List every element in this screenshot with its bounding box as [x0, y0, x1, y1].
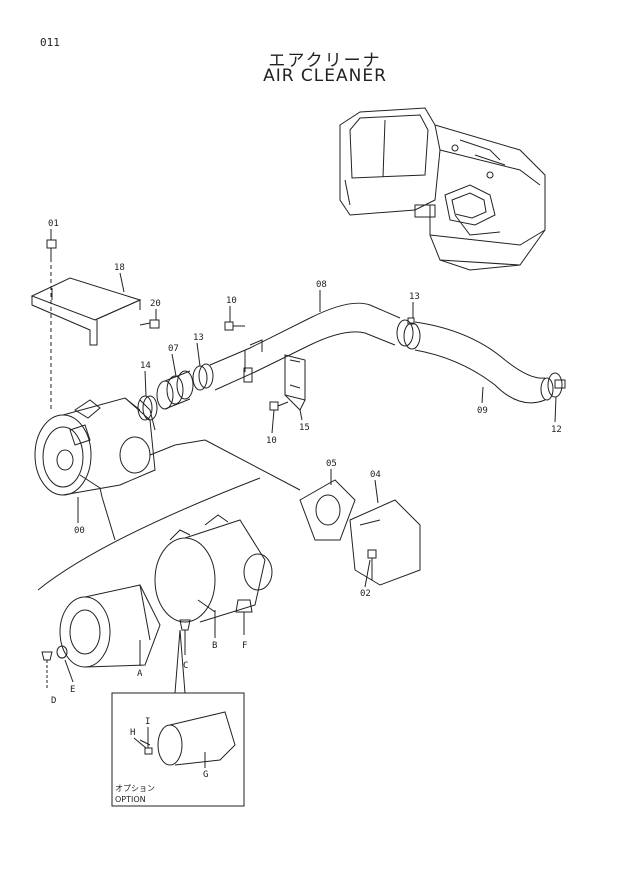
- label-15: 15: [299, 423, 310, 433]
- option-label-en: OPTION: [115, 795, 146, 804]
- plate-04: [349, 499, 421, 586]
- label-I: I: [145, 717, 150, 727]
- valve-C: [179, 619, 191, 655]
- explode-arc: [37, 477, 261, 591]
- gasket-05: [299, 479, 356, 541]
- label-G: G: [203, 770, 208, 780]
- band-14: [137, 395, 158, 421]
- label-05: 05: [326, 459, 337, 469]
- air-cleaner-assembly: [34, 397, 301, 498]
- label-10-upper: 10: [226, 296, 237, 306]
- label-13-lower: 13: [193, 333, 204, 343]
- label-13-upper: 13: [409, 292, 420, 302]
- label-04: 04: [370, 470, 381, 480]
- part-labels: 01 18 20 10 08 13 14 07 13 10 15 09 12 0…: [48, 219, 562, 804]
- bolt-01: [46, 239, 57, 410]
- bracket-18: [30, 277, 142, 346]
- pipe-08: [209, 302, 401, 391]
- bolt-10-lower: [269, 401, 289, 411]
- label-08: 08: [316, 280, 327, 290]
- label-01: 01: [48, 219, 59, 229]
- body-B: [154, 514, 273, 623]
- label-F: F: [242, 641, 247, 651]
- label-09: 09: [477, 406, 488, 416]
- band-13-lower: [192, 363, 214, 391]
- title-japanese: エアクリーナ: [268, 51, 382, 71]
- label-00: 00: [74, 526, 85, 536]
- washer-E: [56, 645, 68, 659]
- label-12: 12: [551, 425, 562, 435]
- label-18: 18: [114, 263, 125, 273]
- label-D: D: [51, 696, 56, 706]
- label-A: A: [137, 669, 143, 679]
- bolt-02: [367, 549, 377, 580]
- label-14: 14: [140, 361, 151, 371]
- option-label-jp: オプション: [115, 784, 155, 793]
- indicator-F: [235, 599, 253, 635]
- band-13-upper: [396, 317, 421, 350]
- bolt-10-upper: [224, 321, 245, 331]
- label-10-lower: 10: [266, 436, 277, 446]
- title-english: AIR CLEANER: [263, 66, 387, 86]
- leader-lines: [50, 229, 557, 768]
- option-box: [111, 629, 245, 807]
- element-A: [59, 584, 161, 668]
- label-02: 02: [360, 589, 371, 599]
- hose-09: [414, 321, 554, 404]
- excavator-overview: [339, 107, 546, 271]
- label-B: B: [212, 641, 217, 651]
- nut-D: [41, 651, 53, 688]
- page-number: 011: [40, 36, 60, 49]
- clamp-12: [547, 372, 566, 398]
- label-E: E: [70, 685, 75, 695]
- bolt-20: [139, 319, 160, 329]
- label-C: C: [183, 661, 188, 671]
- label-20: 20: [150, 299, 161, 309]
- label-H: H: [130, 728, 135, 738]
- hose-07: [156, 370, 194, 410]
- label-07: 07: [168, 344, 179, 354]
- bracket-15: [284, 354, 306, 411]
